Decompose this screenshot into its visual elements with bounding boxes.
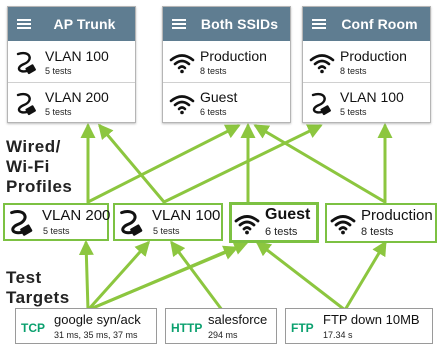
profile-card-production[interactable]: Production 8 tests <box>325 203 437 243</box>
menu-icon[interactable] <box>172 19 186 29</box>
ethernet-cable-icon <box>14 51 40 75</box>
target-name: FTP down 10MB <box>323 312 420 327</box>
target-result: 294 ms <box>208 330 238 340</box>
arrow-tcp-to-vlan200 <box>78 240 94 312</box>
panel-item-vlan100[interactable]: VLAN 100 5 tests <box>8 42 135 82</box>
panel-item-guest[interactable]: Guest 6 tests <box>163 83 290 123</box>
target-card-ftp[interactable]: FTP FTP down 10MB 17.34 s <box>285 308 433 344</box>
item-tests: 8 tests <box>200 66 227 76</box>
arrow-tcp-to-guest-b <box>86 245 239 312</box>
panel-item-vlan100[interactable]: VLAN 100 5 tests <box>303 83 430 123</box>
wifi-icon <box>330 212 356 241</box>
item-tests: 6 tests <box>200 107 227 117</box>
item-name: VLAN 100 <box>45 48 109 64</box>
panel-header: Both SSIDs <box>163 7 290 41</box>
protocol-badge: FTP <box>291 321 314 335</box>
panel-header: Conf Room <box>303 7 430 41</box>
panel-ap-trunk-port: AP Trunk Port VLAN 100 5 tests VLAN 200 … <box>7 6 136 123</box>
item-name: VLAN 200 <box>45 89 109 105</box>
panel-item-vlan200[interactable]: VLAN 200 5 tests <box>8 83 135 123</box>
wifi-icon <box>169 92 195 116</box>
profile-tests: 8 tests <box>361 226 394 238</box>
item-tests: 8 tests <box>340 66 367 76</box>
arrow-ftp-to-guest <box>255 241 347 312</box>
panel-conf-room: Conf Room Production 8 tests VLAN 100 5 … <box>302 6 431 123</box>
protocol-badge: TCP <box>21 321 45 335</box>
arrow-vlan100-to-trunk <box>98 123 166 204</box>
item-tests: 5 tests <box>340 107 367 117</box>
profile-name: Production <box>361 207 433 224</box>
arrow-production-to-bothssids <box>253 124 387 204</box>
panel-title: Both SSIDs <box>200 16 279 32</box>
profiles-label: Wired/ Wi-Fi Profiles <box>6 137 73 196</box>
profile-card-guest[interactable]: Guest 6 tests <box>229 202 319 243</box>
target-name: google syn/ack <box>54 312 141 327</box>
menu-icon[interactable] <box>17 19 31 29</box>
ethernet-cable-icon <box>14 92 40 116</box>
target-result: 17.34 s <box>323 330 353 340</box>
menu-icon[interactable] <box>312 19 326 29</box>
profile-card-vlan100[interactable]: VLAN 100 5 tests <box>113 203 223 241</box>
profile-name: VLAN 200 <box>42 207 111 224</box>
panel-title: Conf Room <box>341 16 418 32</box>
wifi-icon <box>309 51 335 75</box>
wifi-icon <box>169 51 195 75</box>
profile-tests: 6 tests <box>265 226 298 238</box>
arrow-http-to-vlan100 <box>170 240 224 312</box>
protocol-badge: HTTP <box>171 321 203 335</box>
item-tests: 5 tests <box>45 66 72 76</box>
item-name: Production <box>200 48 267 64</box>
arrow-vlan200-to-bothssids <box>86 124 241 204</box>
profile-name: Guest <box>265 206 311 223</box>
item-name: Guest <box>200 89 238 105</box>
profile-name: VLAN 100 <box>152 207 221 224</box>
panel-item-production[interactable]: Production 8 tests <box>163 42 290 82</box>
item-tests: 5 tests <box>45 107 72 117</box>
profile-tests: 5 tests <box>43 226 70 236</box>
item-name: VLAN 100 <box>340 89 404 105</box>
panel-item-production[interactable]: Production 8 tests <box>303 42 430 82</box>
arrow-vlan100-to-confroom <box>162 124 323 204</box>
panel-header: AP Trunk Port <box>8 7 135 66</box>
ethernet-cable-icon <box>117 209 147 242</box>
target-card-tcp[interactable]: TCP google syn/ack 31 ms, 35 ms, 37 ms <box>15 308 157 344</box>
profile-tests: 5 tests <box>153 226 180 236</box>
panel-title: AP Trunk Port <box>53 16 116 66</box>
ethernet-cable-icon <box>309 92 335 116</box>
wifi-icon <box>234 212 260 241</box>
ethernet-cable-icon <box>7 209 37 242</box>
divider <box>163 82 290 83</box>
target-card-http[interactable]: HTTP salesforce 294 ms <box>165 308 277 344</box>
panel-both-ssids: Both SSIDs Production 8 tests Guest 6 te… <box>162 6 291 123</box>
profile-card-vlan200[interactable]: VLAN 200 5 tests <box>3 203 111 242</box>
arrow-ftp-to-production <box>343 240 387 312</box>
divider <box>8 82 135 83</box>
target-result: 31 ms, 35 ms, 37 ms <box>54 330 138 340</box>
divider <box>303 82 430 83</box>
arrow-tcp-to-vlan100 <box>86 240 151 312</box>
targets-label: Test Targets <box>6 268 70 307</box>
item-name: Production <box>340 48 407 64</box>
target-name: salesforce <box>208 312 268 327</box>
